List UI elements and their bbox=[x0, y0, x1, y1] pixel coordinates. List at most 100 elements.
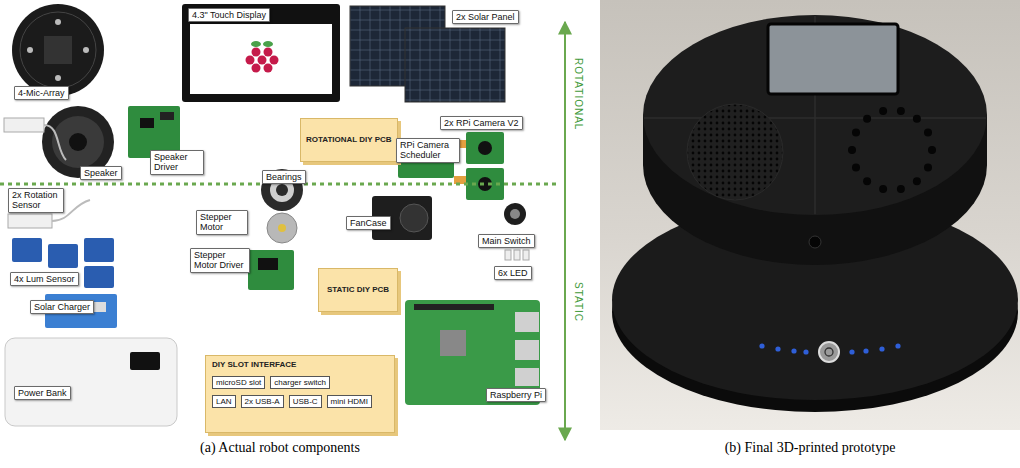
raspberry-logo bbox=[258, 56, 267, 65]
axis-label: STATIC bbox=[573, 282, 583, 322]
display-screen bbox=[190, 24, 332, 94]
led bbox=[791, 348, 796, 353]
interface-box: DIY SLOT INTERFACE microSD slot charger sw… bbox=[205, 355, 395, 433]
label-text: microSD slot bbox=[216, 378, 261, 387]
hole bbox=[897, 185, 905, 193]
label-text: Speaker Driver bbox=[154, 152, 200, 173]
component-label: FanCase bbox=[346, 216, 391, 230]
hole bbox=[913, 115, 921, 123]
hole bbox=[863, 115, 871, 123]
lum-sensor bbox=[48, 244, 78, 268]
usb-port bbox=[515, 312, 539, 332]
component-label: 6x LED bbox=[494, 266, 532, 280]
led bbox=[514, 250, 520, 260]
led bbox=[849, 349, 854, 354]
label-text: 2x RPi Camera V2 bbox=[444, 118, 519, 128]
raspberry-logo bbox=[264, 64, 273, 73]
raspberry-leaf bbox=[251, 41, 261, 47]
led bbox=[759, 343, 764, 348]
raspberry-logo bbox=[252, 64, 261, 73]
main-switch bbox=[504, 203, 526, 225]
label-text: RPi Camera Scheduler bbox=[400, 140, 456, 161]
label-text: DIY SLOT INTERFACE bbox=[212, 360, 388, 369]
hole bbox=[852, 129, 860, 137]
figure-caption: (a) Actual robot components bbox=[200, 440, 360, 456]
label-text: 6x LED bbox=[498, 268, 528, 278]
component-label: Speaker Driver bbox=[150, 150, 204, 175]
label-text: charger switch bbox=[274, 378, 326, 387]
led bbox=[863, 348, 868, 353]
motor-shaft bbox=[278, 224, 286, 232]
component-label: RPi Camera Scheduler bbox=[396, 138, 460, 163]
pcb-box: STATIC DIY PCB bbox=[318, 268, 398, 312]
usb-port bbox=[515, 340, 539, 360]
label-text: 2x USB-A bbox=[245, 397, 280, 406]
component-label: 2x Solar Panel bbox=[452, 10, 519, 24]
label-text: USB-C bbox=[293, 397, 318, 406]
raspberry-logo bbox=[270, 56, 279, 65]
hole-ring bbox=[848, 107, 936, 193]
label-text: Speaker bbox=[84, 168, 118, 178]
label-text: 4x Lum Sensor bbox=[14, 274, 75, 284]
camera-lens bbox=[478, 141, 492, 155]
mic-array-chip bbox=[44, 36, 72, 64]
mic-array-board bbox=[12, 4, 104, 96]
power-bank-display bbox=[130, 352, 160, 370]
hole bbox=[924, 163, 932, 171]
solar-panel bbox=[405, 28, 505, 102]
port-box: 2x USB-A bbox=[241, 395, 284, 408]
led bbox=[879, 346, 884, 351]
stepper-motor bbox=[267, 213, 297, 243]
board-chip bbox=[440, 330, 466, 356]
side-port bbox=[809, 236, 821, 248]
port-box: USB-C bbox=[289, 395, 322, 408]
microphone bbox=[27, 47, 33, 53]
axis-label: ROTATIONAL bbox=[573, 58, 583, 130]
port-box: microSD slot bbox=[212, 376, 265, 389]
figure-caption: (b) Final 3D-printed prototype bbox=[725, 440, 896, 456]
speaker-cone bbox=[52, 116, 104, 168]
led bbox=[775, 346, 780, 351]
label-text: Stepper Motor bbox=[200, 212, 244, 233]
hole bbox=[913, 177, 921, 185]
board-chip bbox=[258, 258, 278, 270]
port-box: LAN bbox=[212, 395, 236, 408]
component-label: 4-Mic-Array bbox=[14, 86, 69, 100]
port-box: charger switch bbox=[270, 376, 330, 389]
port-box: mini HDMI bbox=[327, 395, 372, 408]
board-port bbox=[92, 302, 106, 312]
bearing-bore bbox=[276, 184, 288, 196]
hole bbox=[924, 129, 932, 137]
label-text: Stepper Motor Driver bbox=[194, 250, 246, 271]
component-label: Raspberry Pi bbox=[486, 388, 546, 402]
power-button bbox=[819, 342, 839, 362]
component-label: Solar Charger bbox=[30, 300, 94, 314]
hole bbox=[879, 107, 887, 115]
speaker-dome bbox=[69, 133, 87, 151]
label-text: Bearings bbox=[266, 172, 302, 182]
label-text: 4.3" Touch Display bbox=[192, 10, 266, 20]
component-label: 2x Rotation Sensor bbox=[8, 188, 64, 213]
component-label: Main Switch bbox=[478, 234, 535, 248]
display-bezel bbox=[182, 4, 340, 102]
raspberry-logo bbox=[252, 48, 261, 57]
board-terminal bbox=[160, 112, 174, 120]
switch-button bbox=[510, 209, 520, 219]
label-text: 2x Rotation Sensor bbox=[12, 190, 60, 211]
hole bbox=[897, 107, 905, 115]
component-label: Bearings bbox=[262, 170, 306, 184]
ethernet-port bbox=[515, 368, 539, 386]
label-text: FanCase bbox=[350, 218, 387, 228]
lum-sensor bbox=[84, 266, 114, 288]
led bbox=[523, 250, 529, 260]
lum-sensor bbox=[12, 238, 42, 262]
gpio-header bbox=[414, 304, 494, 310]
hole bbox=[848, 146, 856, 154]
mic-array-ring bbox=[20, 12, 96, 88]
label-text: Solar Charger bbox=[34, 302, 90, 312]
led bbox=[895, 343, 900, 348]
microphone bbox=[55, 19, 61, 25]
component-label: Stepper Motor bbox=[196, 210, 248, 235]
label-text: LAN bbox=[216, 397, 232, 406]
